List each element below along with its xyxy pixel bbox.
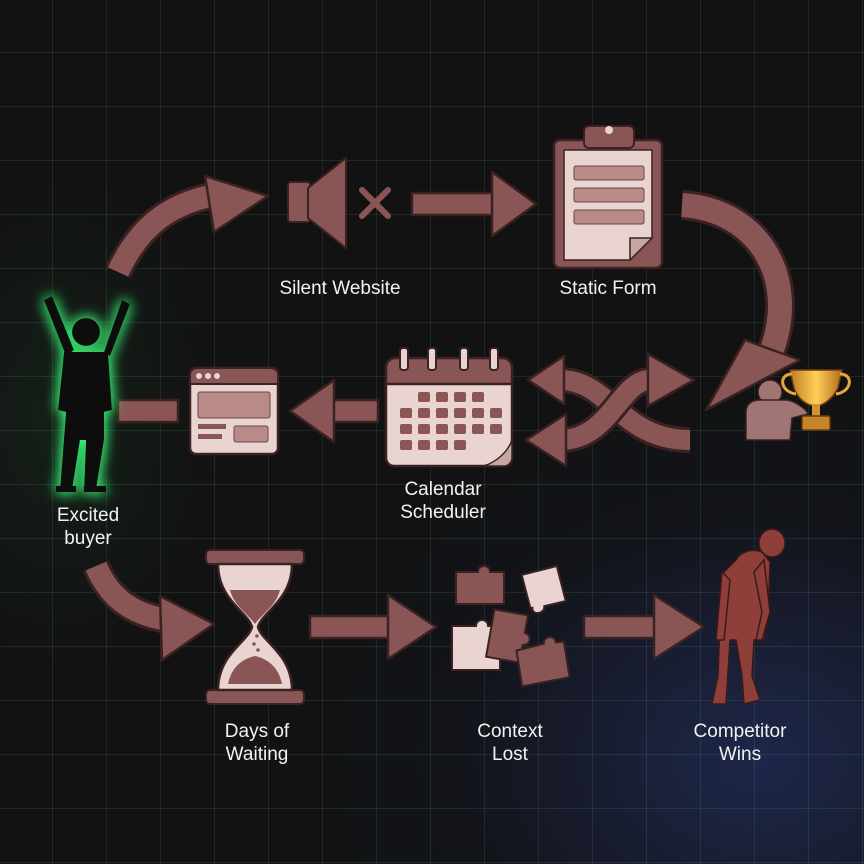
hourglass-icon bbox=[205, 549, 305, 705]
arrow-calendar-to-browser bbox=[288, 378, 380, 444]
connector-browser-to-buyer bbox=[116, 398, 180, 424]
person-with-trophy-icon bbox=[745, 369, 851, 441]
node-label-static-form: Static Form bbox=[559, 278, 657, 299]
node-label-excited-buyer: Excited buyer bbox=[56, 505, 120, 549]
node-label-silent-website: Silent Website bbox=[279, 278, 401, 299]
scattered-puzzle-pieces-icon bbox=[451, 564, 571, 688]
node-label-calendar-scheduler: Calendar Scheduler bbox=[400, 479, 486, 523]
arrow-website-to-form bbox=[410, 170, 538, 238]
node-label-context-lost: Context Lost bbox=[477, 721, 543, 765]
clipboard-form-icon bbox=[552, 125, 664, 270]
muted-speaker-icon bbox=[287, 155, 391, 251]
arrow-hourglass-to-puzzle bbox=[308, 593, 438, 661]
browser-window-icon bbox=[188, 366, 280, 456]
arrow-puzzle-to-competitor bbox=[582, 593, 706, 661]
node-label-competitor-wins: Competitor Wins bbox=[693, 721, 787, 765]
arrow-buyer-to-website bbox=[105, 174, 270, 279]
calendar-icon bbox=[384, 347, 514, 468]
node-label-days-of-waiting: Days of Waiting bbox=[224, 721, 290, 765]
cheering-person-icon bbox=[44, 296, 130, 492]
arrow-crossing-shuffle bbox=[524, 352, 696, 468]
arrow-form-to-competitor bbox=[680, 190, 802, 412]
arrow-buyer-to-hourglass bbox=[83, 560, 216, 662]
defeated-person-icon bbox=[711, 528, 786, 705]
